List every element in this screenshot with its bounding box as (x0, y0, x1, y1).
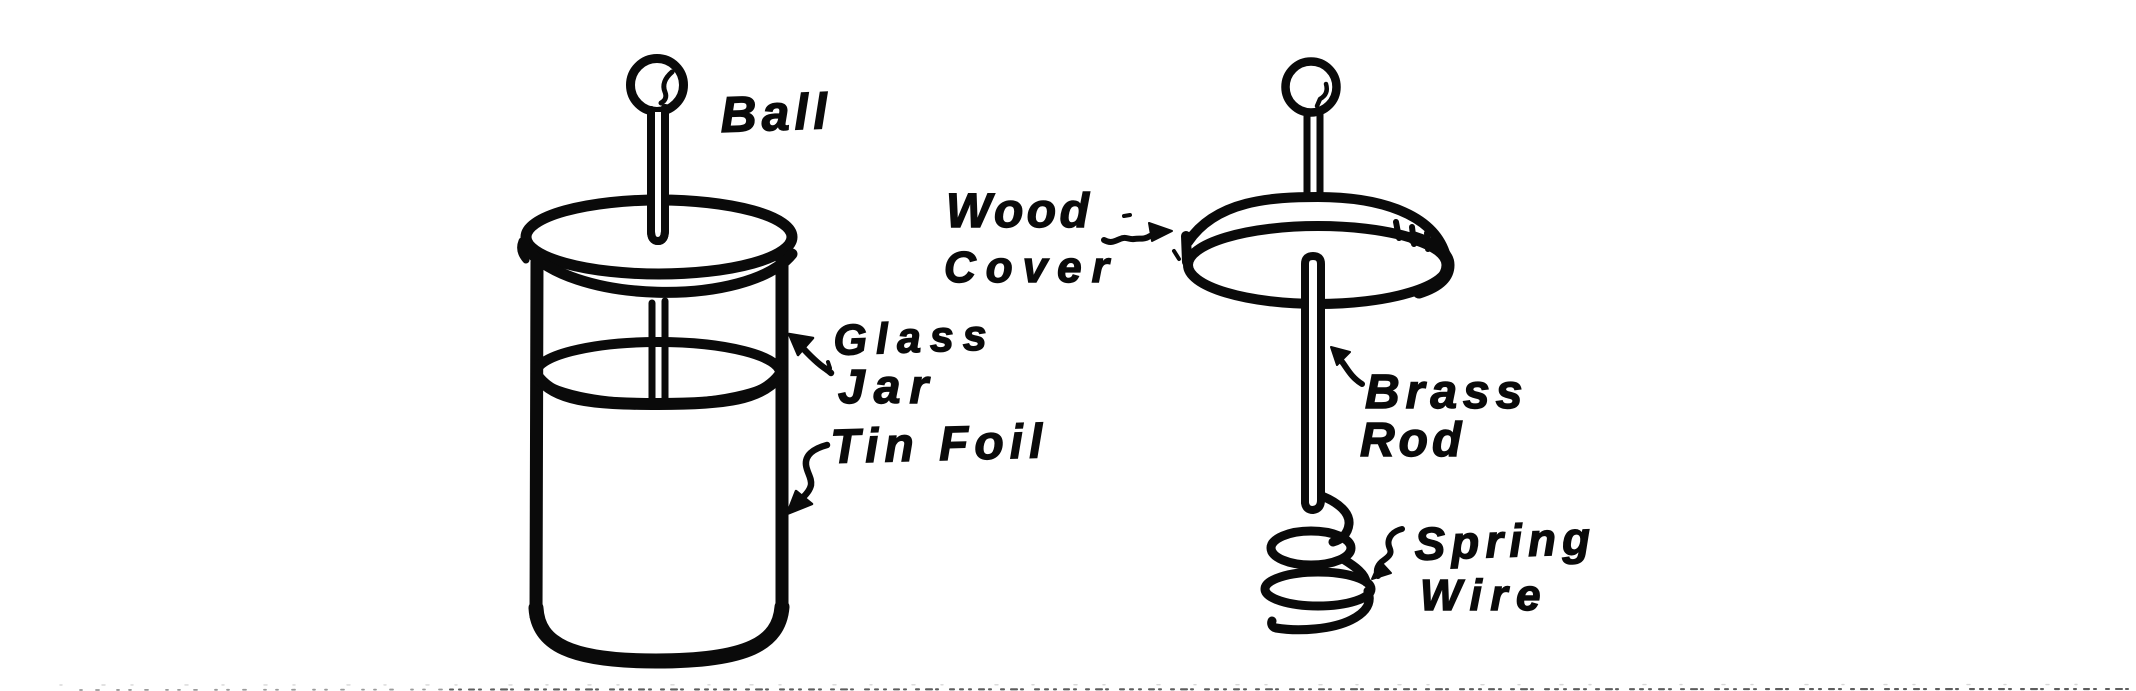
svg-text:Glass: Glass (833, 311, 997, 365)
svg-text:Tin Foil: Tin Foil (830, 415, 1049, 474)
svg-text:Jar: Jar (838, 361, 937, 414)
svg-text:Wire: Wire (1420, 571, 1549, 620)
svg-text:Brass: Brass (1365, 366, 1528, 419)
svg-text:Spring: Spring (1414, 512, 1597, 570)
svg-text:Cover: Cover (944, 243, 1119, 292)
svg-text:Wood: Wood (946, 185, 1092, 238)
svg-text:Rod: Rod (1360, 414, 1465, 467)
svg-text:Ball: Ball (719, 83, 833, 143)
